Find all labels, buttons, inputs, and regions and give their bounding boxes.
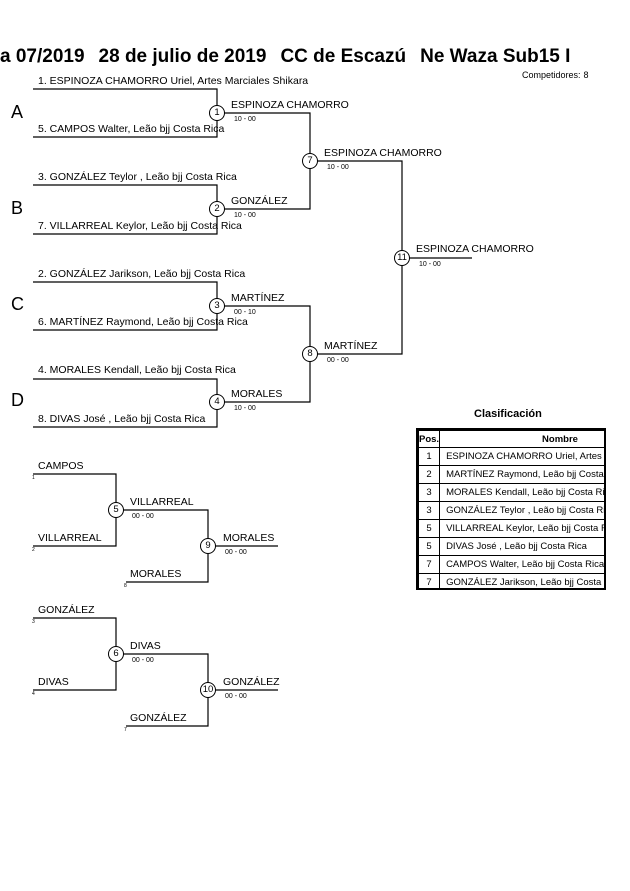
row-pos: 7 (418, 573, 441, 588)
match-node-6: 6 (108, 646, 124, 662)
repechage-2-feed-ref: 7 (124, 727, 127, 733)
entry-7: 7. VILLARREAL Keylor, Leão bjj Costa Ric… (38, 220, 242, 232)
group-label-c: C (11, 294, 24, 314)
competitors-label: Competidores: (522, 70, 581, 80)
match-7-score: 10 - 00 (327, 164, 349, 171)
match-10-winner: GONZÁLEZ (223, 676, 280, 688)
row-name: ESPINOZA CHAMORRO Uriel, Artes Marciales… (439, 447, 604, 466)
title-event: a 07/2019 (0, 46, 85, 67)
row-pos: 3 (418, 483, 441, 502)
match-3-score: 00 - 10 (234, 309, 256, 316)
group-label-d: D (11, 390, 24, 410)
classification-title: Clasificación (474, 408, 542, 420)
repechage-2-feed: GONZÁLEZ (130, 712, 187, 724)
match-8-score: 00 - 00 (327, 357, 349, 364)
row-pos: 1 (418, 447, 441, 466)
match-4-winner: MORALES (231, 388, 283, 400)
match-2-score: 10 - 00 (234, 212, 256, 219)
col-name-header: Nombre (439, 430, 604, 448)
entry-2: 2. GONZÁLEZ Jarikson, Leão bjj Costa Ric… (38, 268, 246, 280)
row-pos: 5 (418, 519, 441, 538)
match-node-8: 8 (302, 346, 318, 362)
entry-4: 4. MORALES Kendall, Leão bjj Costa Rica (38, 364, 236, 376)
match-8-winner: MARTÍNEZ (324, 340, 378, 352)
match-6-winner: DIVAS (130, 640, 161, 652)
row-name: MORALES Kendall, Leão bjj Costa Rica (439, 483, 604, 502)
row-pos: 2 (418, 465, 441, 484)
row-name: CAMPOS Walter, Leão bjj Costa Rica (439, 555, 604, 574)
repechage-1-feed: MORALES (130, 568, 182, 580)
entry-5: 5. CAMPOS Walter, Leão bjj Costa Rica (38, 123, 225, 135)
row-name: GONZÁLEZ Teylor , Leão bjj Costa Rica (439, 501, 604, 520)
group-label-b: B (11, 198, 24, 218)
match-node-3: 3 (209, 298, 225, 314)
row-name: DIVAS José , Leão bjj Costa Rica (439, 537, 604, 556)
col-pos-header: Pos. (418, 430, 441, 448)
match-node-4: 4 (209, 394, 225, 410)
match-11-score: 10 - 00 (419, 261, 441, 268)
match-4-score: 10 - 00 (234, 405, 256, 412)
repechage-2-top: GONZÁLEZ (38, 604, 95, 616)
title-venue: CC de Escazú (280, 46, 407, 67)
match-11-winner: ESPINOZA CHAMORRO (416, 243, 534, 255)
entry-6: 6. MARTÍNEZ Raymond, Leão bjj Costa Rica (38, 316, 248, 328)
match-5-score: 00 - 00 (132, 513, 154, 520)
title-category: Ne Waza Sub15 I (420, 46, 571, 67)
repechage-2-top-ref: 3 (32, 619, 35, 625)
row-name: MARTÍNEZ Raymond, Leão bjj Costa Rica (439, 465, 604, 484)
page-title: a 07/2019 28 de julio de 2019 CC de Escazú… (0, 46, 584, 68)
match-1-winner: ESPINOZA CHAMORRO (231, 99, 349, 111)
match-5-winner: VILLARREAL (130, 496, 194, 508)
match-2-winner: GONZÁLEZ (231, 195, 288, 207)
entry-3: 3. GONZÁLEZ Teylor , Leão bjj Costa Rica (38, 171, 237, 183)
match-1-score: 10 - 00 (234, 116, 256, 123)
row-pos: 7 (418, 555, 441, 574)
match-7-winner: ESPINOZA CHAMORRO (324, 147, 442, 159)
repechage-1-feed-ref: 8 (124, 583, 127, 589)
group-label-a: A (11, 102, 24, 122)
row-pos: 5 (418, 537, 441, 556)
repechage-1-top: CAMPOS (38, 460, 84, 472)
match-node-5: 5 (108, 502, 124, 518)
competitors-value: 8 (583, 70, 589, 80)
match-3-winner: MARTÍNEZ (231, 292, 285, 304)
repechage-2-bottom: DIVAS (38, 676, 69, 688)
repechage-2-bottom-ref: 4 (32, 691, 35, 697)
title-date: 28 de julio de 2019 (98, 46, 267, 67)
match-9-score: 00 - 00 (225, 549, 247, 556)
row-pos: 3 (418, 501, 441, 520)
match-node-2: 2 (209, 201, 225, 217)
repechage-1-bottom-ref: 2 (32, 547, 35, 553)
match-10-score: 00 - 00 (225, 693, 247, 700)
match-node-1: 1 (209, 105, 225, 121)
match-6-score: 00 - 00 (132, 657, 154, 664)
match-node-11: 11 (394, 250, 410, 266)
match-9-winner: MORALES (223, 532, 275, 544)
entry-1: 1. ESPINOZA CHAMORRO Uriel, Artes Marcia… (38, 75, 309, 87)
competitors-count: Competidores:8 (522, 70, 589, 80)
row-name: GONZÁLEZ Jarikson, Leão bjj Costa Rica (439, 573, 604, 588)
match-node-7: 7 (302, 153, 318, 169)
entry-8: 8. DIVAS José , Leão bjj Costa Rica (38, 413, 206, 425)
repechage-1-bottom: VILLARREAL (38, 532, 102, 544)
row-name: VILLARREAL Keylor, Leão bjj Costa Rica (439, 519, 604, 538)
repechage-1-top-ref: 1 (32, 475, 35, 481)
match-node-9: 9 (200, 538, 216, 554)
match-node-10: 10 (200, 682, 216, 698)
